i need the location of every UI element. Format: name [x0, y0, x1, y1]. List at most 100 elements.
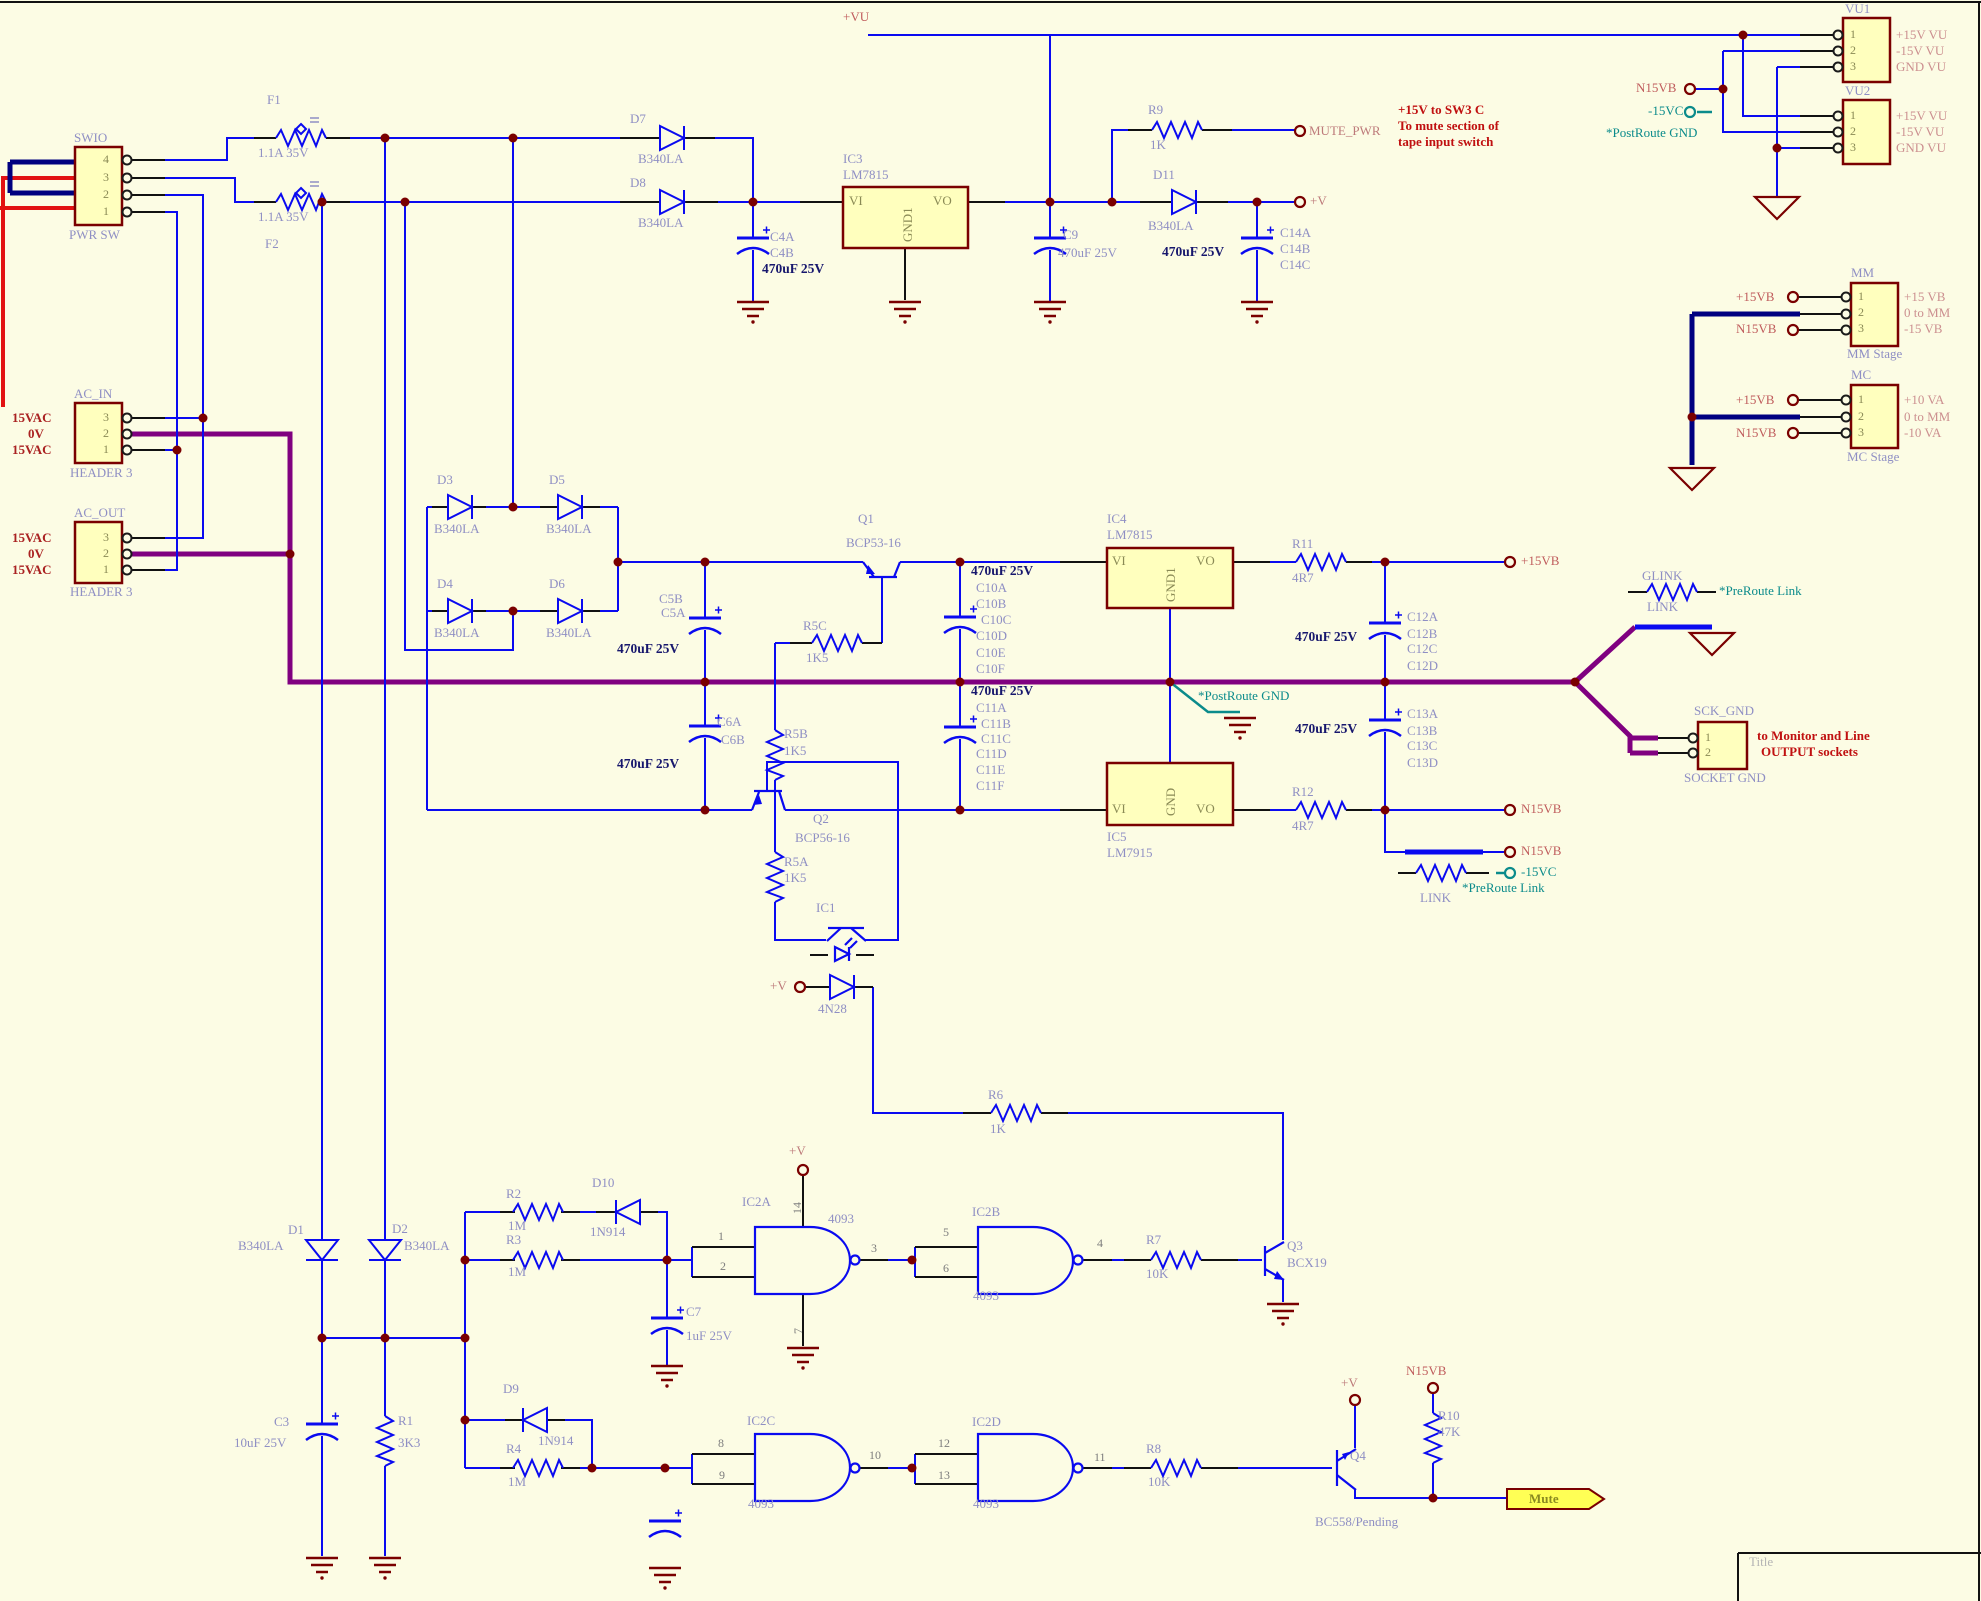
transistor-q4	[1335, 1448, 1357, 1491]
transistor-q1	[862, 561, 902, 579]
ground-triangle	[1753, 195, 1801, 221]
resistor-r8	[1150, 1459, 1202, 1477]
port-n15vb	[1683, 82, 1697, 96]
port-m15vc	[1683, 105, 1697, 119]
component-boxes	[73, 16, 1900, 827]
fuse-f1	[275, 117, 327, 147]
wire-nets	[165, 34, 1800, 1556]
port-p15vb	[1503, 555, 1517, 569]
fuse-f2	[275, 181, 327, 211]
port-n15vb	[1786, 426, 1800, 440]
resistor-r5b	[766, 729, 784, 781]
ic5-regulator	[1105, 761, 1235, 827]
gate-ic2d	[976, 1432, 1075, 1503]
port-plus-v	[1293, 195, 1307, 209]
ground-symbol	[649, 1364, 685, 1389]
ground-symbol	[647, 1566, 683, 1591]
mm-connector	[1849, 281, 1900, 348]
resistor-r12	[1295, 801, 1347, 819]
gate-ic2a-bubble	[849, 1254, 861, 1266]
junction-dots	[172, 30, 1782, 1503]
port-n15vb	[1503, 803, 1517, 817]
black-pin-stubs	[132, 34, 1841, 1485]
red-mains-wires	[0, 176, 75, 407]
resistor-r4	[512, 1459, 564, 1477]
diode-d11	[1171, 189, 1197, 215]
postroute-ground-symbol	[1222, 716, 1258, 741]
ic4-regulator	[1105, 546, 1235, 610]
teal-ports	[1503, 105, 1697, 880]
resistor-r6	[990, 1104, 1042, 1122]
resistor-r10	[1424, 1412, 1442, 1464]
port-n15vb	[1503, 845, 1517, 859]
transistors	[750, 561, 1357, 1491]
optocoupler-ic1	[826, 926, 867, 963]
thick-blue-wires	[1405, 624, 1712, 855]
resistor-r11	[1295, 553, 1347, 571]
diode-d4	[447, 598, 473, 624]
port-mute-pwr	[1293, 124, 1307, 138]
sck-gnd-connector	[1696, 720, 1749, 771]
capacitors	[304, 225, 1404, 1539]
ground-symbol	[735, 300, 771, 325]
diode-d8	[659, 189, 685, 215]
diode-d7	[659, 125, 685, 151]
port-p15vb	[1786, 393, 1800, 407]
resistor-r5a	[766, 851, 784, 903]
cap-c8	[647, 1508, 684, 1539]
ground-symbol	[785, 1346, 821, 1371]
navy-bus-wires	[7, 159, 1800, 465]
gate-ic2c	[753, 1432, 852, 1503]
diode-d1	[305, 1239, 339, 1261]
diode-d5	[557, 494, 583, 520]
diode-d6	[557, 598, 583, 624]
port-plus-v	[1348, 1393, 1362, 1407]
port-m15vc	[1503, 866, 1517, 880]
ground-symbol	[1265, 1302, 1301, 1327]
transistor-q3	[1263, 1241, 1285, 1281]
resistors-and-fuses	[275, 117, 1698, 1477]
ground-symbol	[304, 1556, 340, 1581]
port-plus-v	[793, 980, 807, 994]
ground-symbol	[367, 1556, 403, 1581]
power-ports	[793, 82, 1800, 1407]
ac-in-connector	[73, 401, 124, 465]
gate-ic2a	[753, 1225, 852, 1296]
nand-gates	[753, 1225, 1084, 1503]
port-n15vb	[1426, 1381, 1440, 1395]
resistor-r1	[376, 1415, 394, 1467]
vu2-connector	[1841, 98, 1892, 166]
port-p15vb	[1786, 290, 1800, 304]
pwr-sw-connector	[73, 145, 124, 227]
transistor-q2	[750, 789, 787, 811]
gate-ic2b	[976, 1225, 1075, 1296]
pin-circles	[121, 29, 1852, 759]
ground-symbol	[1239, 300, 1275, 325]
ground-triangle	[1688, 631, 1736, 657]
ic3-regulator	[841, 185, 970, 250]
gate-ic2c-bubble	[849, 1462, 861, 1474]
resistor-r3	[512, 1251, 564, 1269]
port-plus-v	[796, 1163, 810, 1177]
title-block	[1737, 1552, 1981, 1601]
ground-symbol	[1032, 300, 1068, 325]
diode-d3	[447, 494, 473, 520]
diode-4n28-led	[829, 974, 855, 1000]
purple-ground-bus	[132, 431, 1658, 756]
port-n15vb	[1786, 323, 1800, 337]
vu1-connector	[1841, 16, 1892, 84]
resistor-r5c	[811, 634, 863, 652]
mc-connector	[1849, 383, 1900, 450]
diode-d10	[615, 1199, 641, 1225]
ac-out-connector	[73, 520, 124, 585]
resistor-glink	[1646, 583, 1698, 601]
diode-d2	[368, 1239, 402, 1261]
ground-symbol	[887, 300, 923, 325]
diode-d9	[522, 1407, 548, 1433]
ground-symbols	[304, 195, 1801, 1591]
teal-route-wires	[1169, 110, 1712, 875]
mute-flag	[1506, 1488, 1606, 1510]
